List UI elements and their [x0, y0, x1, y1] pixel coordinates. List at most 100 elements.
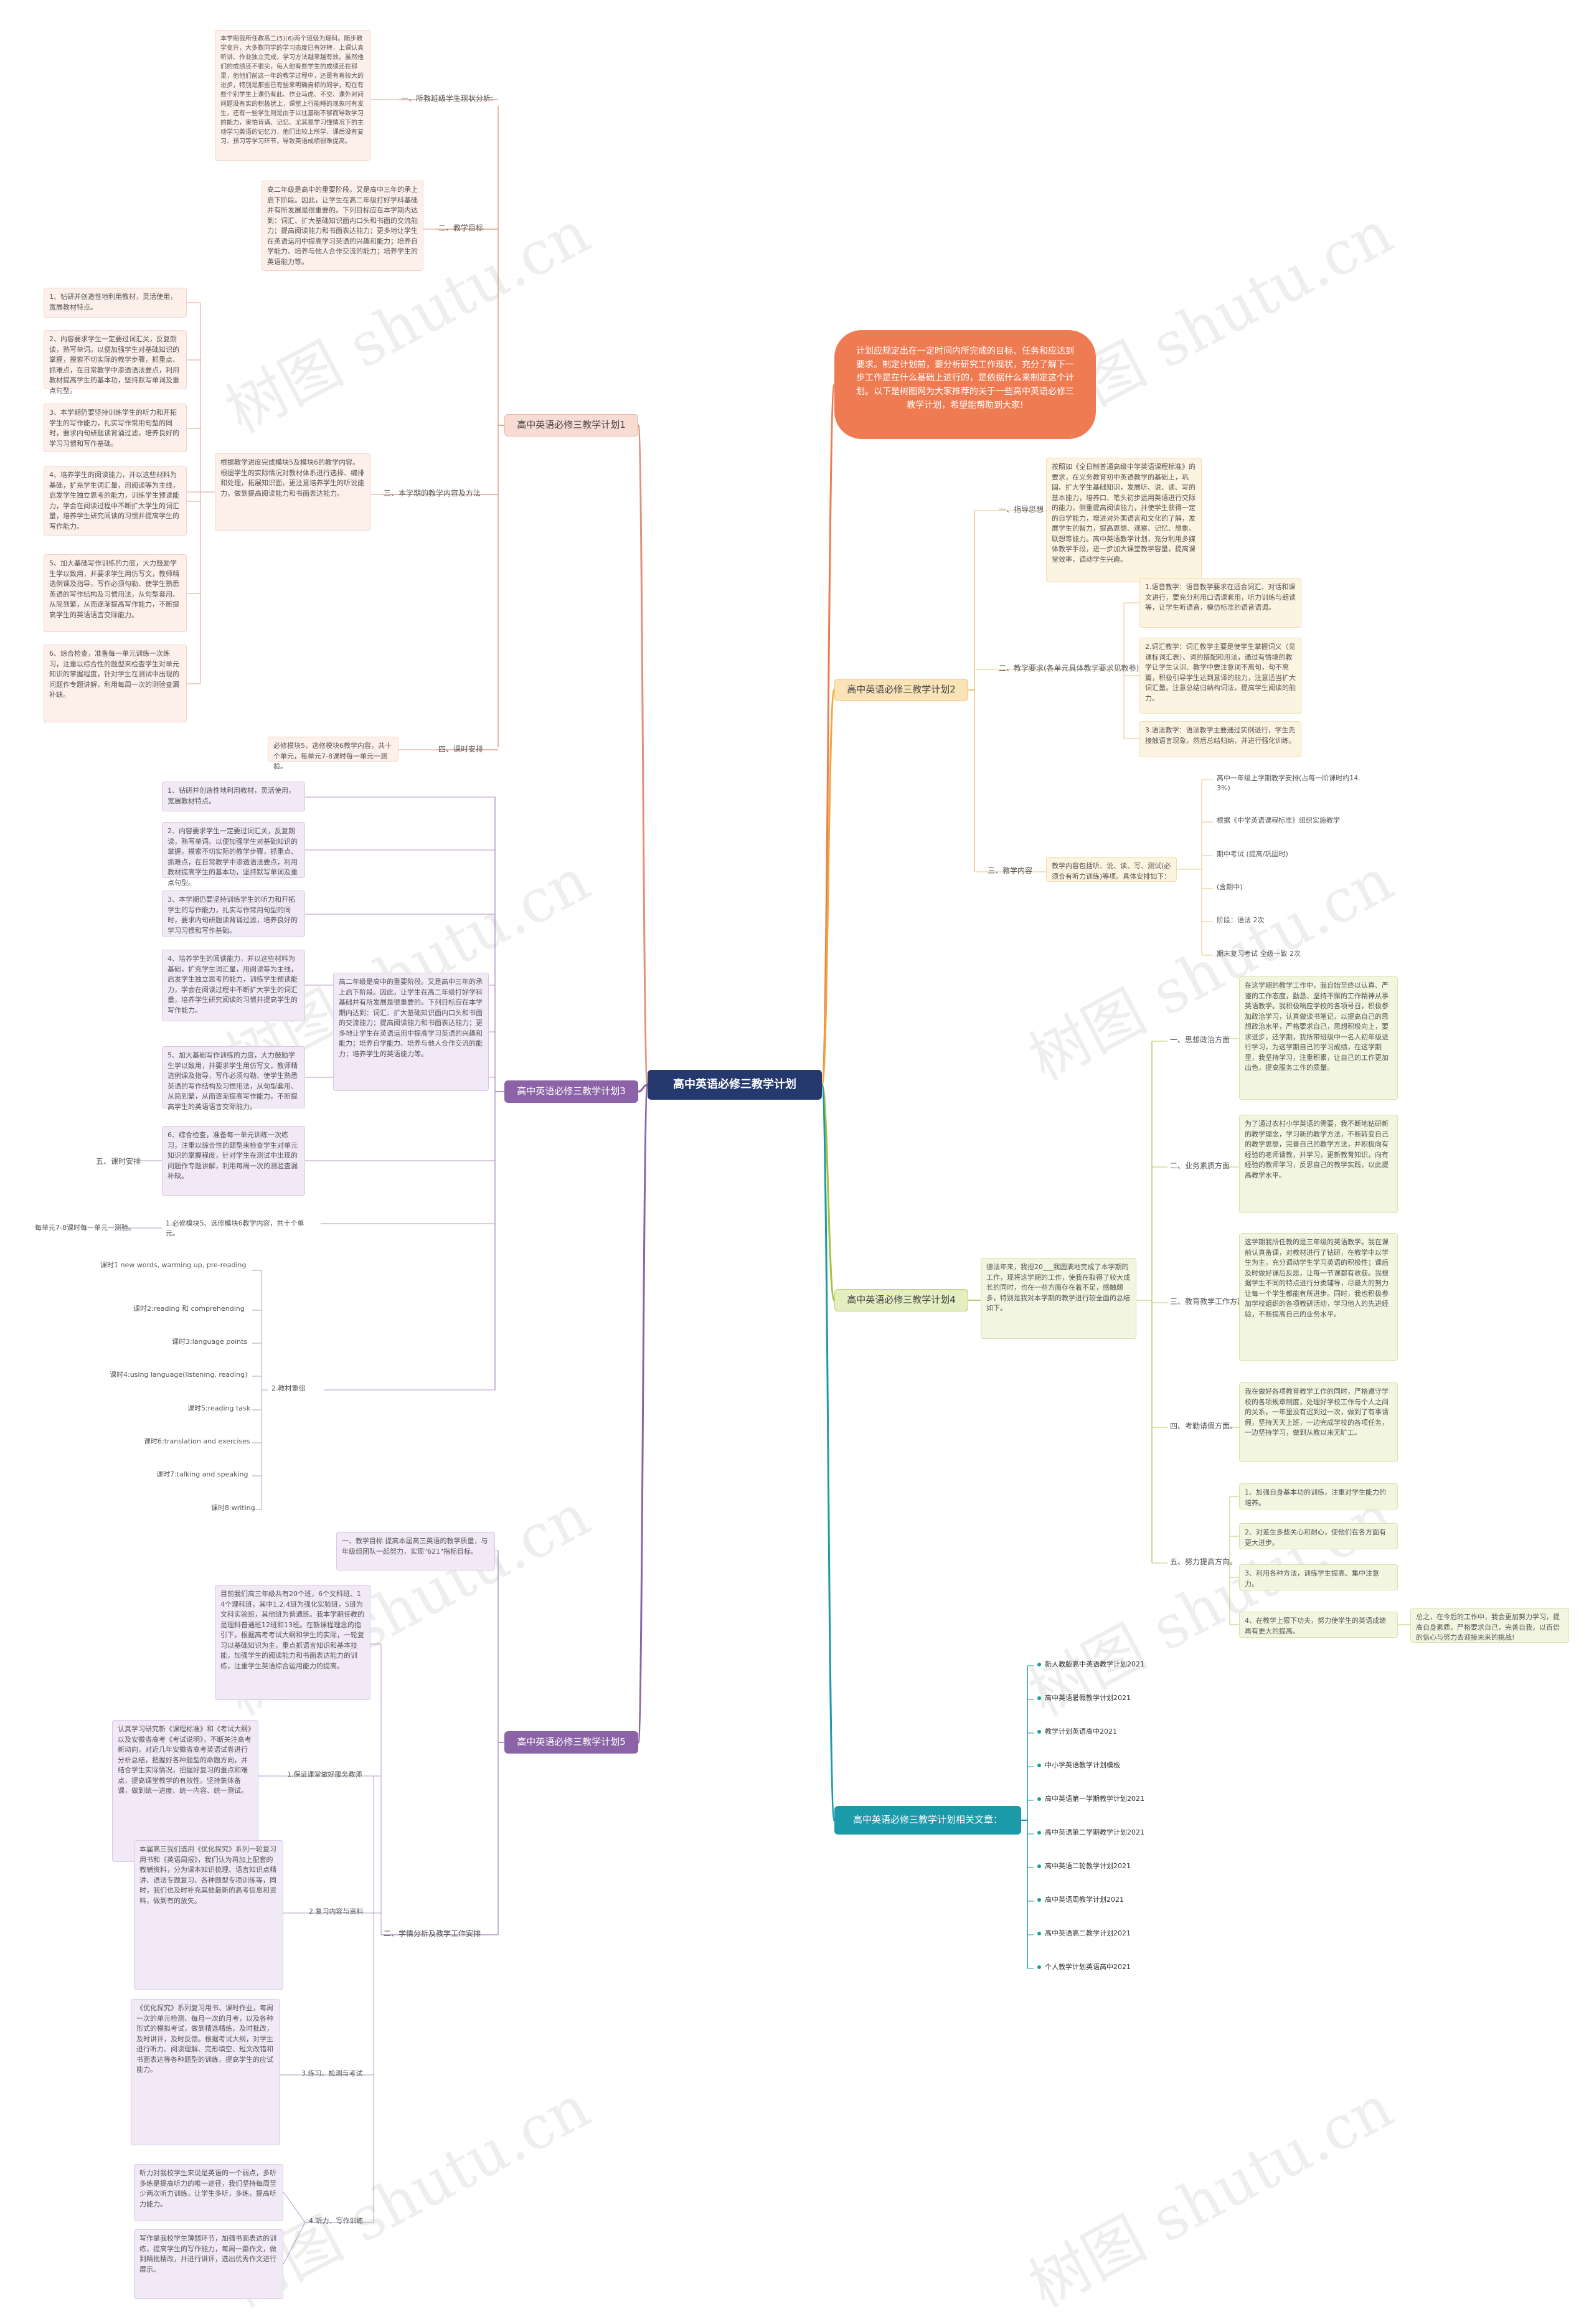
p4-lead-text: 德法年来，我担20___我圆满地完成了本学期的工作，现将这学期的工作，使我在取得… [981, 1258, 1136, 1339]
p3-lesson-8: 课时8:writing [211, 1504, 255, 1512]
p2-item-3: 期中考试 (提高/巩固时) [1217, 850, 1288, 858]
p4-improve-3: 3、利用各种方法，训练学生提高、集中注意力。 [1239, 1564, 1398, 1590]
p4-improve-summary: 总之，在今后的工作中，我会更加努力学习，提高自身素质，严格要求自己，完善自我，以… [1410, 1608, 1569, 1643]
article-link-4[interactable]: 中小学英语教学计划模板 [1034, 1759, 1124, 1772]
p1-method-6: 6、综合检查，准备每一单元训练一次练习，注重以综合性的题型来检查学生对单元知识的… [44, 645, 187, 722]
branch-plan-4[interactable]: 高中英语必修三教学计划4 [834, 1289, 968, 1311]
bullet-icon [1037, 1696, 1041, 1700]
p2-item-4: (含期中) [1217, 883, 1243, 891]
bullet-icon [1037, 1663, 1041, 1666]
p5-x2-text: 本届高三我们选用《优化探究》系列一轮复习用书和《英语周报》，我们认为再加上配套的… [134, 1840, 283, 1990]
connector [821, 384, 836, 1086]
p3-schedule-sub[interactable]: 1.必修模块5、选修模块6教学内容，共十个单元。 [166, 1219, 304, 1237]
bullet-icon [1037, 1898, 1041, 1902]
article-link-7[interactable]: 高中英语二轮教学计划2021 [1034, 1860, 1134, 1873]
p5-x4-text-2: 写作是我校学生薄弱环节，加强书面表达的训练，提高学生的写作能力，每周一篇作文，做… [134, 2229, 283, 2299]
p3-method-2: 2、内容要求学生一定要过词汇关，反复朗读，熟写单词。以便加强学生对基础知识的掌握… [162, 822, 305, 887]
connector [821, 689, 836, 1086]
p4-improve-1: 1、加强自身基本功的训练，注重对学生能力的培养。 [1239, 1483, 1398, 1509]
bullet-icon [1037, 1730, 1041, 1734]
p3-lesson-4: 课时4:using language(listening, reading) [110, 1371, 248, 1379]
p1-section-status[interactable]: 一、所教班级学生现状分析: [401, 94, 494, 103]
p3-lesson-2: 课时2:reading 和 comprehending [133, 1305, 245, 1313]
p2-guiding-text: 按照如《全日制普通高级中学英语课程标准》的要求，在义务教育初中英语教学的基础上，… [1046, 458, 1202, 582]
bullet-icon [1037, 1965, 1041, 1969]
p3-method-1: 1、钻研并创造性地利用教材，灵活使用，宽展教材特点。 [162, 782, 305, 811]
p5-x3[interactable]: 3.练习、检测与考试 [301, 2069, 363, 2077]
p5-x4[interactable]: 4.听力、写作训练 [309, 2217, 364, 2225]
connector [283, 2191, 306, 2223]
article-link-5[interactable]: 高中英语第一学期教学计划2021 [1034, 1793, 1148, 1805]
p1-method-1: 1、钻研并创造性地利用教材，灵活使用，宽展教材特点。 [44, 288, 187, 318]
branch-plan-1[interactable]: 高中英语必修三教学计划1 [504, 414, 638, 437]
p4-section-political[interactable]: 一、思想政治方面 [1170, 1036, 1230, 1044]
article-link-9[interactable]: 高中英语高二教学计划2021 [1034, 1927, 1134, 1940]
p2-item-1: 高中一年级上学期教学安排(占每一阶课时约14.3%) [1217, 774, 1361, 792]
p3-method-3: 3、本学期仍要坚持训练学生的听力和开拓学生的写作能力，扎实写作常用句型的同时，要… [162, 890, 305, 937]
p3-lesson-6: 课时6:translation and exercises [144, 1437, 250, 1445]
p5-x1[interactable]: 1.保证课堂做好服务教师 [287, 1770, 362, 1778]
connector [821, 1084, 836, 1821]
p3-section-schedule[interactable]: 五、课时安排 [96, 1157, 141, 1166]
p3-lesson-7: 课时7:talking and speaking [156, 1470, 248, 1478]
p1-method-3: 3、本学期仍要坚持训练学生的听力和开拓学生的写作能力，扎实写作常用句型的同时，要… [44, 404, 187, 452]
p5-x2[interactable]: 2.复习内容与资料 [309, 1907, 364, 1915]
p2-item-6: 期末复习考试 全级一致 2次 [1217, 950, 1301, 958]
p3-schedule-leaf: 每单元7-8课时每一单元一测验。 [35, 1224, 135, 1232]
branch-plan-5[interactable]: 高中英语必修三教学计划5 [504, 1731, 638, 1754]
p4-section-professional[interactable]: 二、业务素质方面 [1170, 1161, 1230, 1170]
intro-bubble: 计划应规定出在一定时间内所完成的目标、任务和应达到要求。制定计划前，要分析研究工… [834, 330, 1096, 439]
p4-improve-4: 4、在教学上狠下功夫，努力使学生的英语成绩再有更大的提高。 [1239, 1612, 1398, 1638]
p1-method-5: 5、加大基础写作训练的力度，大力鼓励学生学以致用，并要求学生用仿写文，教师精选例… [44, 554, 187, 632]
article-link-1[interactable]: 新人教版高中英语教学计划2021 [1034, 1658, 1148, 1671]
p3-section-reorg[interactable]: 2.教材重组 [271, 1384, 306, 1392]
p1-section-schedule[interactable]: 四、课时安排 [438, 745, 484, 753]
branch-related-articles[interactable]: 高中英语必修三教学计划相关文章： [834, 1806, 1021, 1835]
p3-method-4: 4、培养学生的阅读能力，并以这些材料为基础，扩充学生词汇量，用阅读等为主线，启发… [162, 950, 305, 1021]
article-link-10[interactable]: 个人教学计划英语高中2021 [1034, 1961, 1134, 1973]
p5-section-situation[interactable]: 二、学情分析及教学工作安排 [384, 1929, 481, 1938]
p4-section-improve[interactable]: 五、努力提高方向。 [1170, 1557, 1238, 1566]
p2-item-2: 根据《中学英语课程标准》组织实施教学 [1217, 816, 1340, 824]
p4-improve-2: 2、对差生多些关心和耐心，使他们在各方面有更大进步。 [1239, 1523, 1398, 1549]
p5-x4-text: 听力对我校学生来说是英语的一个弱点，多听多练是提高听力的唯一途径，我们坚持每周至… [134, 2164, 283, 2221]
p2-section-content[interactable]: 三、教学内容 [988, 866, 1033, 875]
p4-section-attendance[interactable]: 四、考勤请假方面。 [1170, 1422, 1238, 1430]
article-link-6[interactable]: 高中英语第二学期教学计划2021 [1034, 1826, 1148, 1839]
connector [283, 2222, 306, 2265]
p2-req-1: 1.语音教学：语音教学要求在适合词汇、对话和课文进行，要充分利用口语课套用，听力… [1139, 578, 1301, 628]
p3-lesson-3: 课时3:language points [172, 1338, 248, 1346]
p2-req-2: 2.词汇教学：词汇教学主要是使学生掌握词义（见课标词汇表）、词的搭配和用法，通过… [1139, 638, 1301, 714]
p5-x1-text: 认真学习研究新《课程标准》和《考试大纲》以及安徽省高考《考试说明》，不断关注高考… [112, 1720, 258, 1862]
connector [637, 424, 649, 1086]
p1-section-goal[interactable]: 二、教学目标 [438, 224, 484, 232]
p4-section-teaching[interactable]: 三、教育教学工作方面 [1170, 1297, 1245, 1306]
p1-content-text: 根据教学进度完成模块5及模块6的教学内容。根据学生的实际情况对教材体系进行选择、… [215, 453, 370, 531]
article-link-2[interactable]: 高中英语暑假教学计划2021 [1034, 1692, 1134, 1704]
bullet-icon [1037, 1764, 1041, 1767]
bullet-icon [1037, 1932, 1041, 1935]
p4-attendance-text: 我在做好各项教育教学工作的同时，严格遵守学校的各项规章制度，处理好学校工作与个人… [1239, 1382, 1398, 1462]
bullet-icon [1037, 1797, 1041, 1801]
p1-method-4: 4、培养学生的阅读能力，并以这些材料为基础，扩充学生词汇量，用阅读等为主线，启发… [44, 466, 187, 536]
p5-x3-text: 《优化探究》系列复习用书、课时作业，每周一次的单元检测、每月一次的月考，以及各种… [131, 1999, 280, 2145]
p3-method-5: 5、加大基础写作训练的力度，大力鼓励学生学以致用，并要求学生用仿写文，教师精选例… [162, 1046, 305, 1111]
article-link-8[interactable]: 高中英语周教学计划2021 [1034, 1894, 1128, 1906]
p3-goal-text: 高二年级是高中的重要阶段。又是高中三年的承上启下阶段。因此，让学生在高二年级打好… [333, 973, 489, 1091]
p4-political-text: 在这学期的教学工作中，我自始至终以认真、严谨的工作态度，勤恳、坚持不懈的工作精神… [1239, 976, 1398, 1100]
p5-situation-text: 目前我们高三年级共有20个班，6个文科班、14个理科班，其中1,2,4班为强化实… [215, 1585, 370, 1700]
bullet-icon [1037, 1831, 1041, 1835]
branch-plan-3[interactable]: 高中英语必修三教学计划3 [504, 1080, 638, 1103]
p1-method-2: 2、内容要求学生一定要过词汇关，反复朗读，熟写单词。以便加强学生对基础知识的掌握… [44, 330, 187, 395]
p2-section-requirements[interactable]: 二、教学要求(各单元具体教学要求见教参) [999, 664, 1139, 673]
p3-lesson-1: 课时1 new words, warming up, pre-reading [100, 1261, 247, 1269]
root-node[interactable]: 高中英语必修三教学计划 [648, 1070, 822, 1100]
p4-teaching-text: 这学期我所任教的是三年级的英语教学。我在课前认真备课，对教材进行了钻研，在教学中… [1239, 1233, 1398, 1361]
branch-plan-2[interactable]: 高中英语必修三教学计划2 [834, 679, 968, 701]
article-link-3[interactable]: 教学计划英语高中2021 [1034, 1726, 1121, 1738]
p1-section-content[interactable]: 三、本学期的教学内容及方法 [384, 489, 481, 498]
connector [638, 1084, 648, 1093]
p2-section-guiding[interactable]: 一、指导思想 [999, 505, 1044, 514]
